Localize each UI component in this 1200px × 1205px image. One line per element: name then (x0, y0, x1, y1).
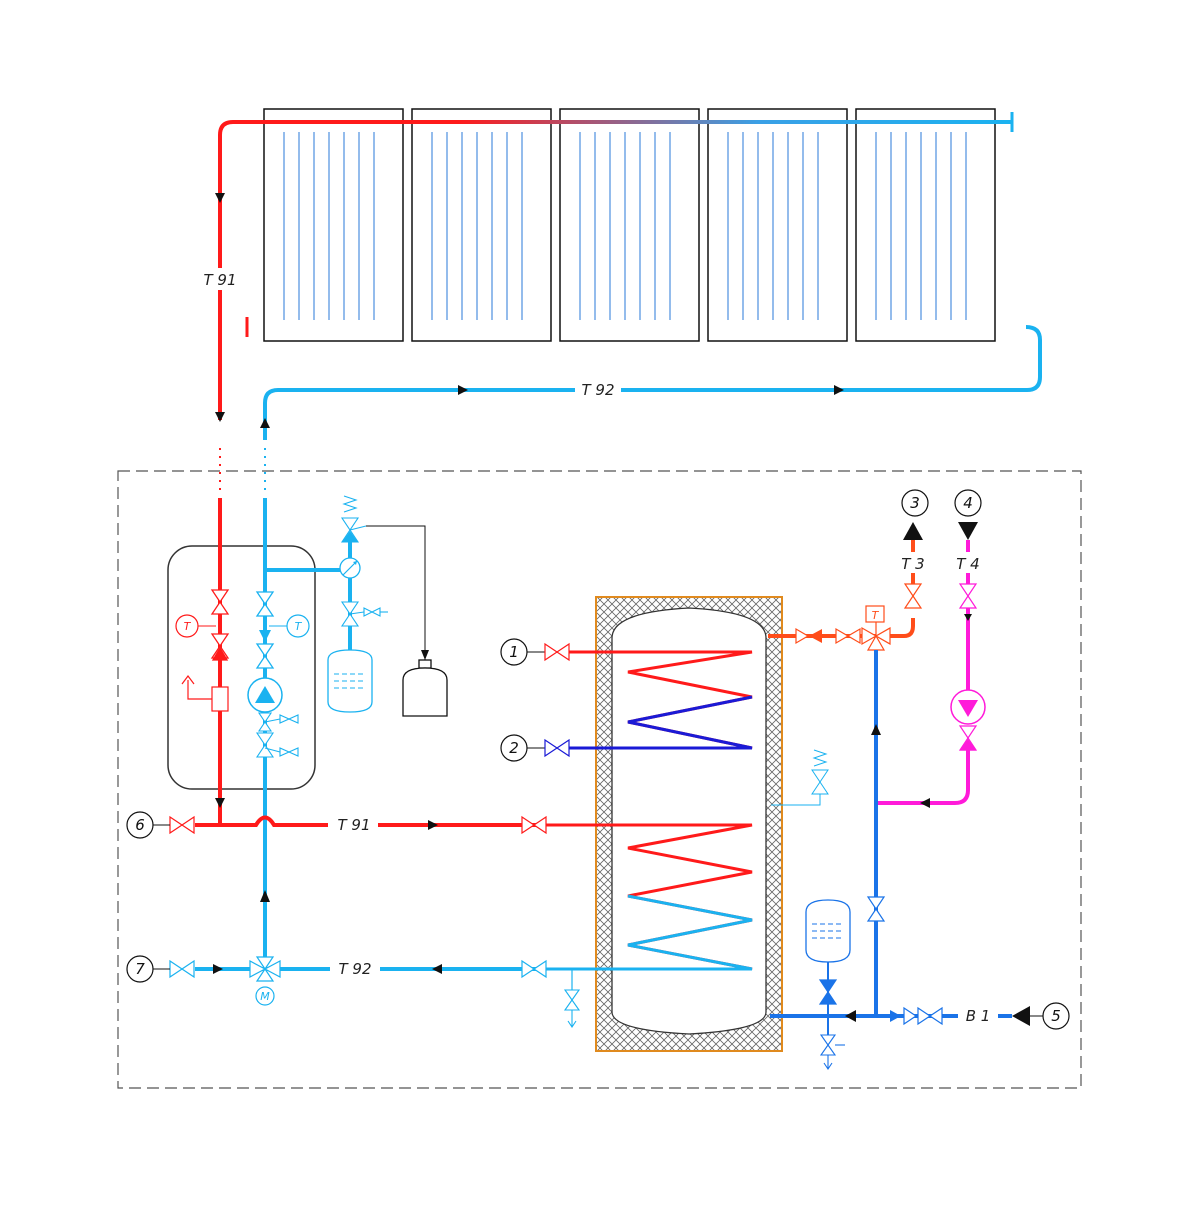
connection-6 (126, 811, 154, 839)
connection-1-label: 1 (509, 643, 519, 661)
storage-tank (545, 596, 829, 1052)
t91-label-lower: T 91 (337, 816, 370, 834)
connection-7-label: 7 (135, 960, 145, 978)
safety-group (327, 495, 448, 717)
valve-icon (255, 591, 275, 617)
circulation-line: 4 T 4 (876, 489, 986, 808)
valve-icon (958, 583, 978, 609)
collection-canister-icon (402, 659, 448, 717)
valve-icon (169, 815, 195, 835)
safety-valve-icon (340, 495, 367, 543)
collector-headers (215, 112, 1042, 440)
solar-collector-array (263, 108, 996, 342)
solar-collector-icon (707, 108, 848, 342)
connection-3 (901, 489, 929, 517)
thermometer-icon: T (175, 614, 199, 638)
b1-label: B 1 (966, 1007, 991, 1025)
mixing-valve-icon: T (861, 605, 891, 651)
connection-5-label: 5 (1051, 1007, 1061, 1025)
safety-valve-icon (811, 749, 829, 795)
cold-water-main: B 1 5 (770, 650, 1070, 1070)
connection-2: 2 (500, 734, 570, 762)
thermometer-label: T (184, 620, 192, 633)
t4-label: T 4 (956, 555, 979, 573)
t3-label: T 3 (901, 555, 924, 573)
valve-icon (795, 627, 861, 645)
solar-collector-icon (263, 108, 404, 342)
valve-icon (169, 959, 195, 979)
solar-collector-icon (855, 108, 996, 342)
check-valve-icon (210, 633, 230, 661)
flow-meter-icon (181, 675, 229, 712)
manometer-icon (339, 557, 361, 579)
t91-label-upper: T 91 (203, 271, 236, 289)
equipment-boundary (117, 470, 1082, 1089)
expansion-vessel-icon (805, 899, 851, 963)
connection-6-label: 6 (135, 816, 145, 834)
valve-icon (544, 642, 570, 662)
valve-icon (866, 896, 886, 922)
valve-icon (903, 583, 923, 609)
check-valve-icon (255, 643, 275, 669)
valve-icon (903, 1006, 943, 1026)
t92-label-upper: T 92 (581, 381, 614, 399)
valve-icon (521, 815, 547, 835)
t92-return-line: T 92 7 M (126, 955, 581, 1028)
connection-1: 1 (500, 638, 570, 666)
connection-3-label: 3 (910, 494, 920, 512)
drain-valve-icon (255, 712, 299, 758)
pump-icon (950, 689, 986, 725)
motorized-three-way-valve-icon: M (249, 956, 281, 1006)
expansion-vessel-icon (327, 649, 373, 713)
drain-valve-icon (819, 1034, 845, 1070)
solar-collector-icon (411, 108, 552, 342)
connection-5 (1042, 1002, 1070, 1030)
thermometer-label: T (295, 620, 303, 633)
solar-collector-icon (559, 108, 700, 342)
valve-icon (544, 738, 570, 758)
mixing-valve-label: T (872, 609, 880, 622)
thermometer-icon: T (286, 614, 310, 638)
connection-2-label: 2 (509, 739, 519, 757)
check-valve-icon (958, 725, 978, 751)
pump-station: T T (167, 498, 352, 972)
motor-label: M (260, 990, 270, 1003)
connection-4 (954, 489, 982, 517)
drain-valve-icon (563, 989, 581, 1028)
valve-icon (818, 979, 838, 1005)
drain-valve-icon (340, 601, 388, 627)
t91-supply-line: T 91 6 (126, 811, 547, 839)
connection-7 (126, 955, 154, 983)
valve-icon (210, 589, 230, 615)
pump-icon (247, 677, 283, 713)
dhw-outlet-line: T T 3 3 (768, 489, 929, 651)
t92-label-lower: T 92 (338, 960, 371, 978)
valve-icon (521, 959, 547, 979)
connection-4-label: 4 (963, 494, 973, 512)
